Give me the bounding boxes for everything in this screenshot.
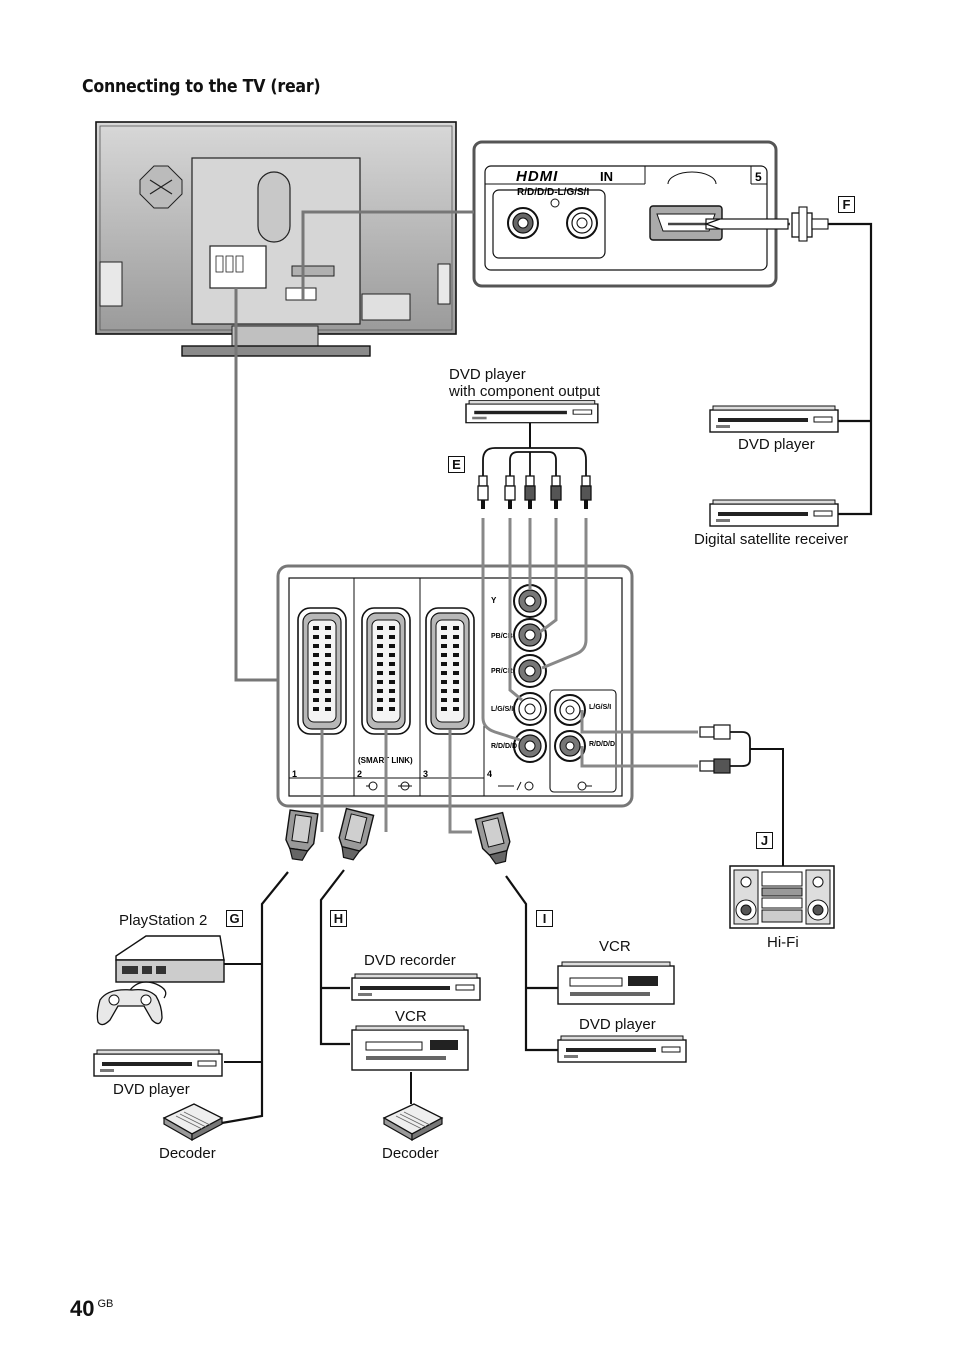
vcr-h-device — [351, 1025, 469, 1071]
jack-label-pr: PR/CR — [491, 668, 513, 675]
dvd-recorder-device — [351, 973, 481, 1001]
hdmi-panel: HDMI IN R/D/D/D-L/G/S/I 5 — [472, 140, 778, 288]
badge-h: H — [330, 910, 347, 927]
io-arrow-icons — [366, 781, 592, 791]
label-dvd-player-g: DVD player — [113, 1081, 190, 1098]
label-dvd-recorder: DVD recorder — [364, 952, 456, 969]
label-decoder-g: Decoder — [159, 1145, 216, 1162]
playstation-device — [96, 935, 225, 1026]
badge-i: I — [536, 910, 553, 927]
label-vcr-h: VCR — [395, 1008, 427, 1025]
component-cable — [477, 422, 592, 742]
socket-number-3: 3 — [423, 769, 428, 779]
socket-number-1: 1 — [292, 769, 297, 779]
jack-label-pb: PB/CB — [491, 633, 513, 640]
page-number-suffix: GB — [97, 1298, 114, 1310]
badge-e: E — [448, 456, 465, 473]
decoder-h-device — [383, 1103, 443, 1141]
dvd-player-i-device — [557, 1035, 687, 1063]
label-dvd-player-f: DVD player — [738, 436, 815, 453]
label-satellite: Digital satellite receiver — [694, 531, 849, 548]
jack-label-out-left: L/G/S/I — [589, 704, 611, 711]
socket-number-4: 4 — [487, 769, 492, 779]
jack-label-out-right: R/D/D/D — [589, 741, 615, 748]
jack-label-left: L/G/S/I — [491, 706, 513, 713]
label-dvd-player-i: DVD player — [579, 1016, 656, 1033]
jack-label-y: Y — [491, 596, 497, 605]
badge-f: F — [838, 196, 855, 213]
page-number-value: 40 — [70, 1296, 95, 1321]
dvd-component-device — [465, 399, 599, 424]
jack-label-right: R/D/D/D — [491, 743, 517, 750]
hdmi-audio-label: R/D/D/D-L/G/S/I — [517, 187, 589, 198]
socket-number-2: 2 — [357, 769, 362, 779]
badge-g: G — [226, 910, 243, 927]
hdmi-cable — [668, 206, 873, 516]
tv-rear-illustration — [95, 121, 457, 357]
label-vcr-i: VCR — [599, 938, 631, 955]
label-hifi: Hi-Fi — [767, 934, 799, 951]
badge-j: J — [756, 832, 773, 849]
scart-cables — [215, 730, 558, 1126]
dvd-player-f-device — [709, 405, 839, 433]
hdmi-in-label: IN — [600, 169, 613, 184]
hifi-audio-cable — [580, 710, 784, 866]
label-dvd-component-line1: DVD player — [449, 366, 526, 383]
av-panel: Y PB/CB PR/CR L/G/S/I R/D/D/D L/G/S/I R/… — [276, 564, 634, 808]
decoder-g-device — [163, 1103, 223, 1141]
page-title: Connecting to the TV (rear) — [82, 76, 321, 97]
label-decoder-h: Decoder — [382, 1145, 439, 1162]
hifi-device — [729, 865, 835, 929]
hdmi-port-number: 5 — [755, 170, 762, 184]
label-dvd-component-line2: with component output — [449, 383, 600, 400]
dvd-player-g-device — [93, 1049, 223, 1077]
label-playstation: PlayStation 2 — [119, 912, 208, 929]
satellite-receiver-device — [709, 499, 839, 527]
vcr-i-device — [557, 961, 675, 1005]
hdmi-logo: HDMI — [516, 168, 558, 185]
